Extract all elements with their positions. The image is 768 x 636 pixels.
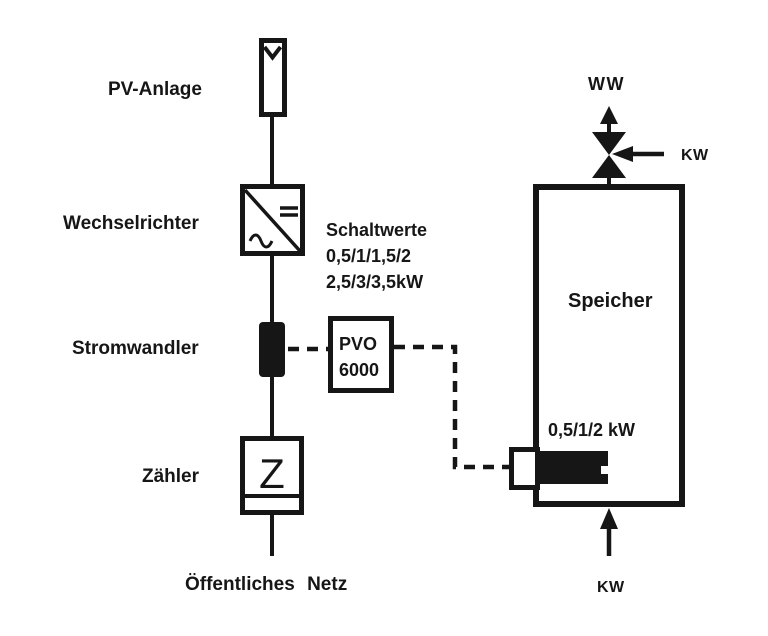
heating-element [538,451,608,484]
valve-lower-triangle-icon [592,155,626,178]
signal-pvo-to-heater [394,344,509,470]
heater-connector [509,447,540,490]
pvo6000-label-line1: PVO [339,334,377,354]
label-schaltwerte-line2: 2,5/3/3,5kW [326,272,423,292]
pv-module-symbol [259,38,287,117]
ww-arrow-icon [600,106,618,124]
pvo6000-label-line2: 6000 [339,360,379,380]
heating-element-notch [601,466,608,474]
current-transformer-symbol [259,322,285,377]
label-schaltwerte-line1: 0,5/1/1,5/2 [326,246,411,266]
label-zaehler: Zähler [142,466,200,487]
meter-box [240,436,304,515]
kw-bottom-arrow-icon [600,508,618,529]
valve-upper-triangle-icon [592,132,626,155]
kw-top-arrow-icon [612,146,633,162]
label-pv-anlage: PV-Anlage [108,79,202,100]
pvo6000-box [328,316,394,393]
ac-symbol-tilde [248,233,274,249]
inverter-diagonal [243,188,302,253]
pv-chevron-icon [262,45,283,61]
label-kw-bottom: KW [597,579,625,596]
meter-symbol-z: Z [259,450,285,497]
label-schaltwerte-title: Schaltwerte [326,220,427,240]
label-stromwandler: Stromwandler [72,338,199,359]
storage-tank-label: Speicher [568,290,653,312]
heater-power-label: 0,5/1/2 kW [548,420,635,440]
label-wechselrichter: Wechselrichter [63,213,199,234]
label-ww-out: WW [588,74,625,94]
label-kw-top: KW [681,147,709,164]
label-oeffentliches-netz: Öffentliches Netz [185,574,347,595]
